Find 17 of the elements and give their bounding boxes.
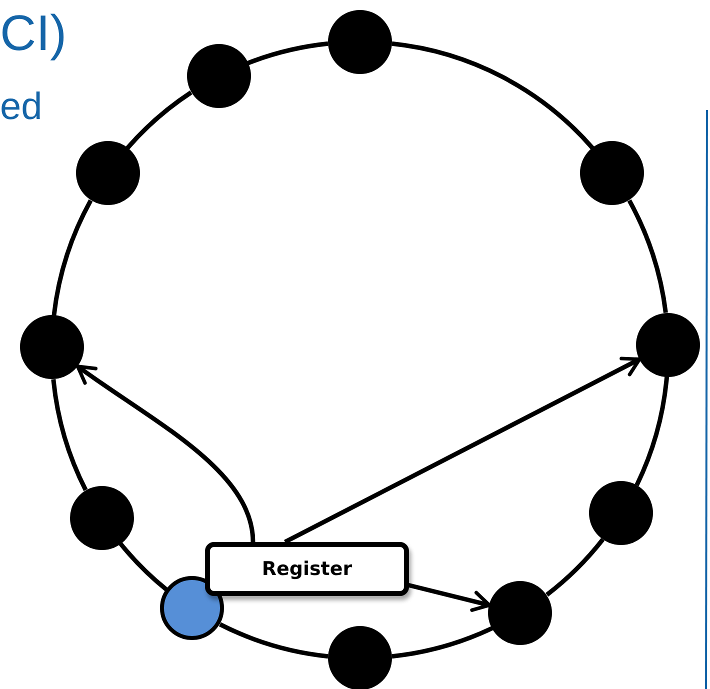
ring-arc [627, 199, 668, 314]
arrow [76, 364, 256, 542]
ring-arc [247, 41, 328, 66]
ring-arc [126, 90, 192, 150]
arrow [284, 356, 642, 544]
ring-arc [219, 622, 328, 659]
ring-arc [545, 538, 605, 597]
ring-arc [51, 378, 88, 491]
ring-arc [392, 626, 494, 659]
ring-arc [634, 376, 670, 486]
heading-text-fragment: CI) [0, 8, 67, 58]
ring-arc [392, 41, 594, 150]
ring-arc [118, 542, 168, 592]
heading-text-fragment: ed [0, 88, 42, 126]
label-box: Register [205, 542, 409, 596]
ring-arc [52, 199, 93, 316]
arrow [407, 582, 492, 612]
